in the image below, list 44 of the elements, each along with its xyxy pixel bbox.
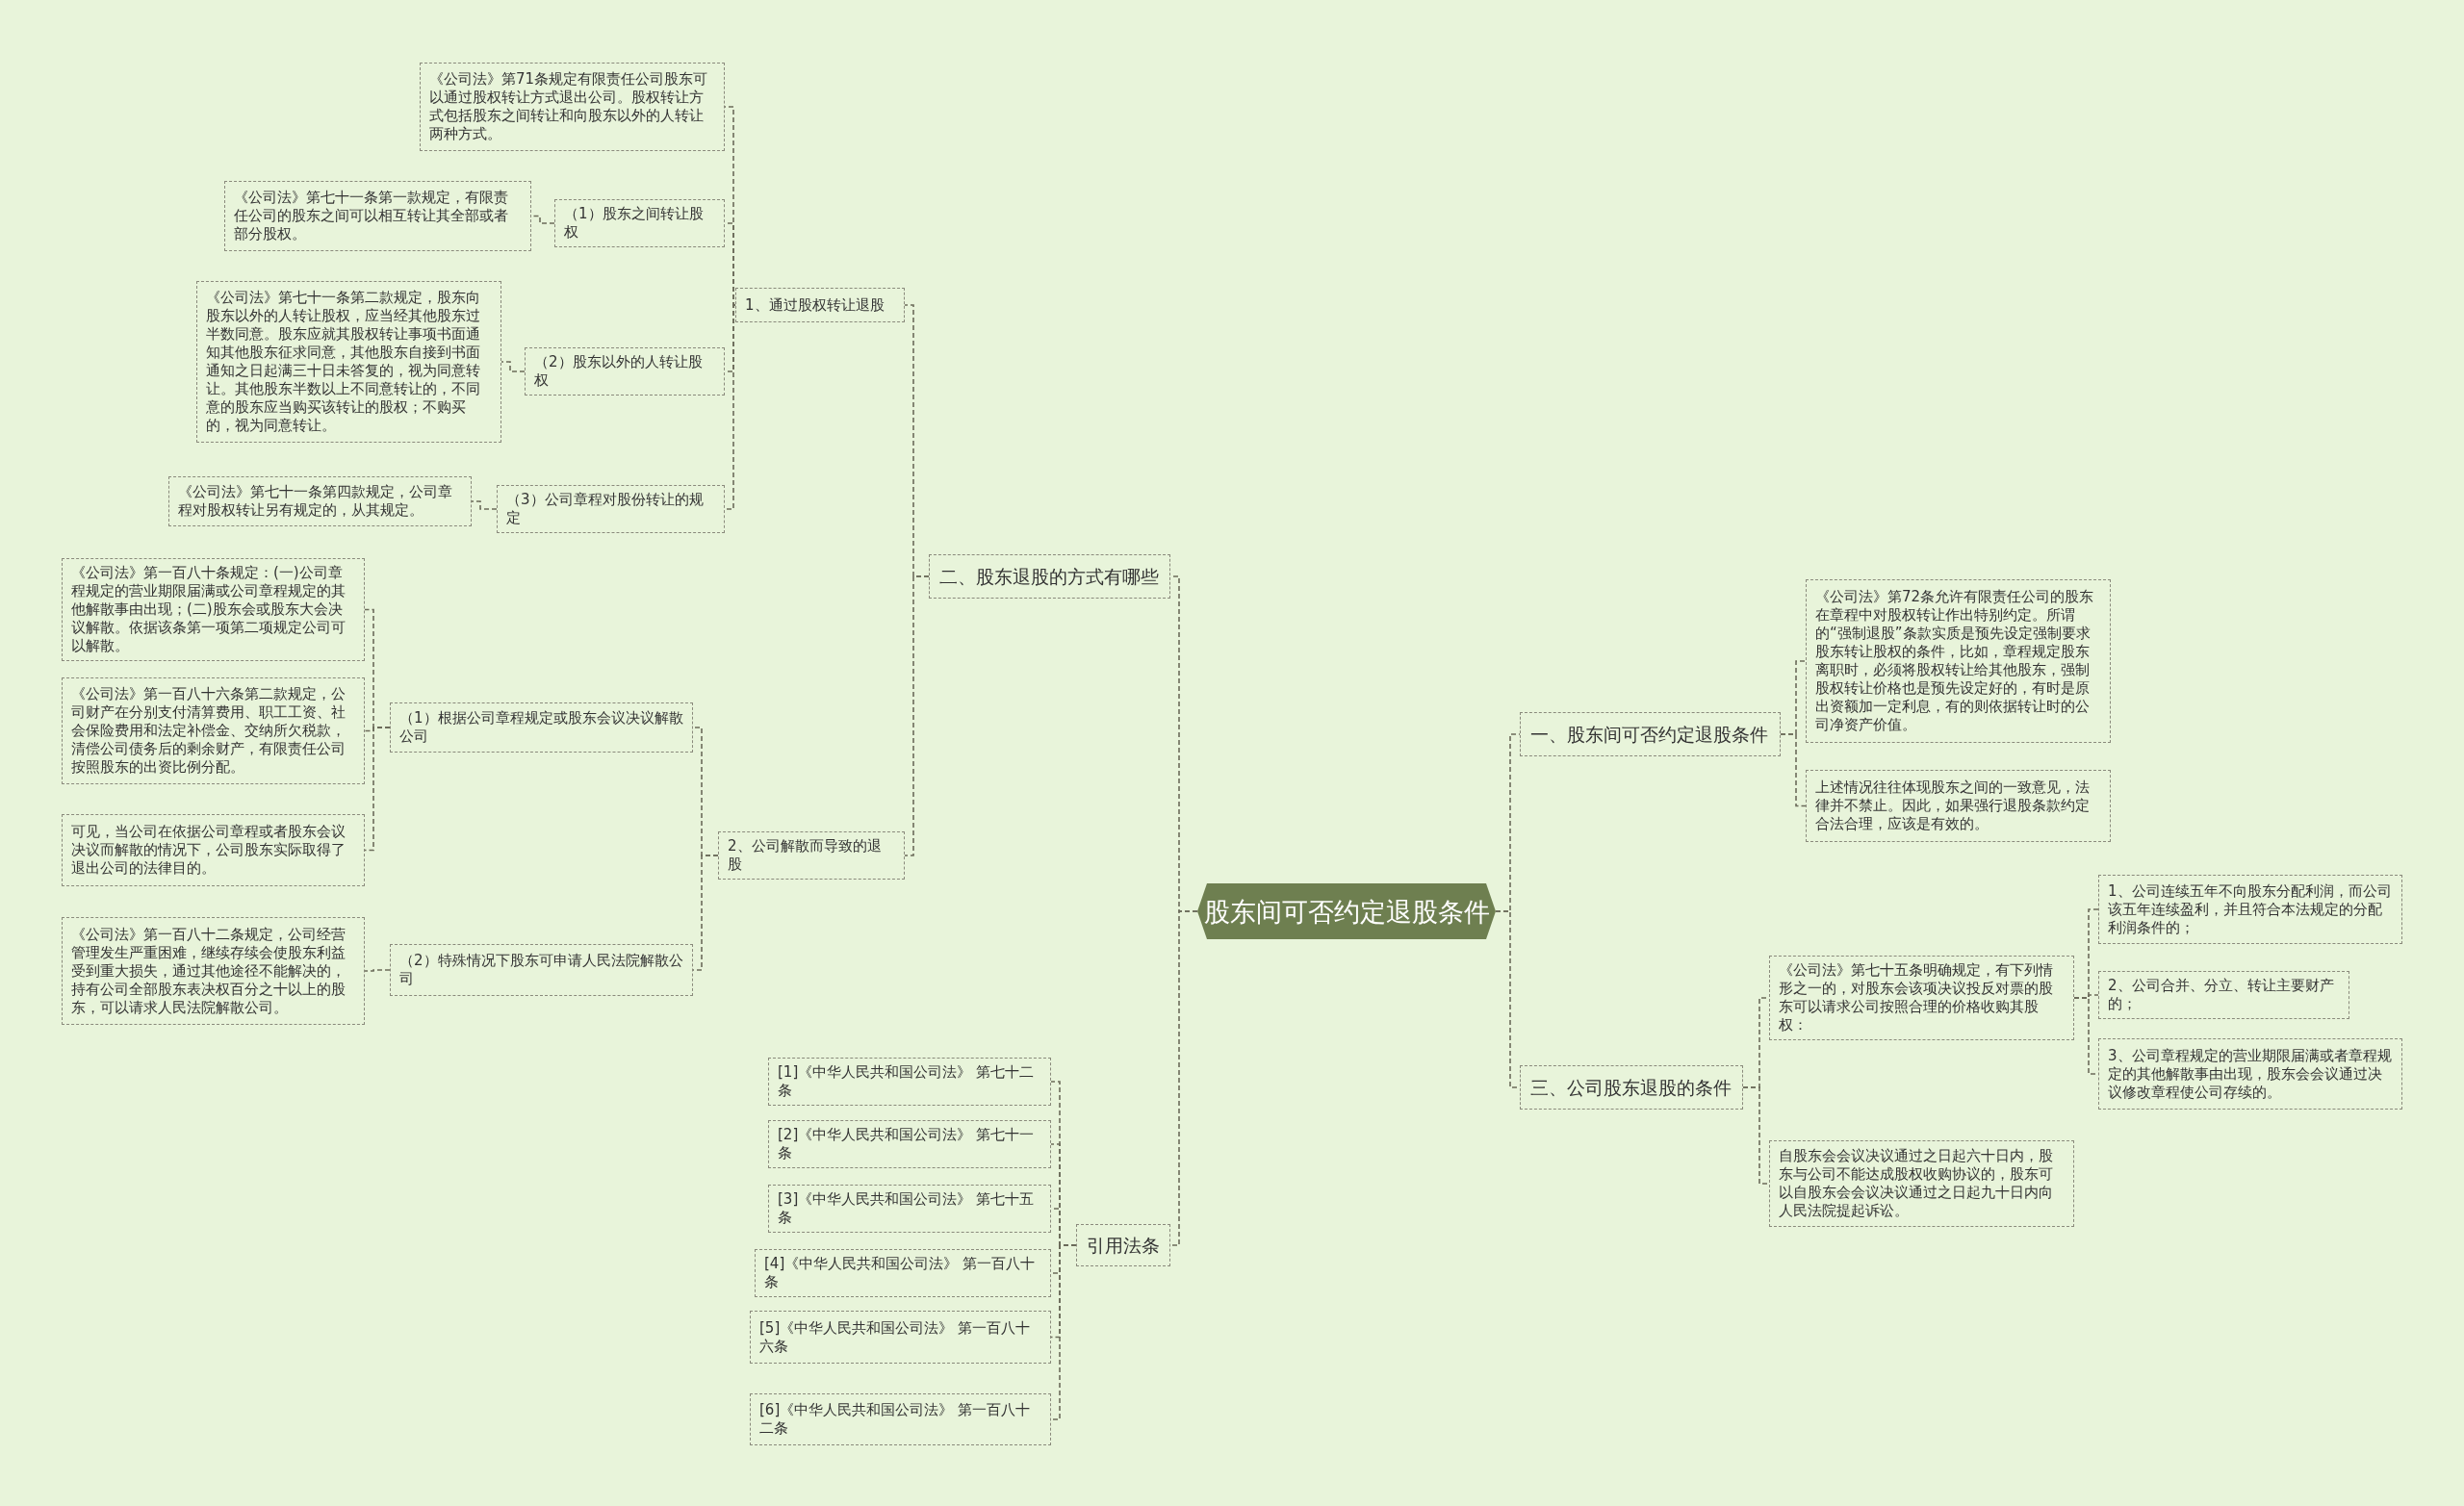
text-box: （2）特殊情况下股东可申请人民法院解散公司: [390, 944, 693, 996]
text-box: 《公司法》第七十一条第一款规定，有限责任公司的股东之间可以相互转让其全部或者部分股权。: [224, 181, 531, 251]
text-box: [2]《中华人民共和国公司法》 第七十一条: [768, 1120, 1051, 1168]
text-box: [3]《中华人民共和国公司法》 第七十五条: [768, 1185, 1051, 1233]
text-box: （1）根据公司章程规定或股东会议决议解散公司: [390, 702, 693, 753]
text-box: 《公司法》第一百八十六条第二款规定，公司财产在分别支付清算费用、职工工资、社会保险费用和法定补偿金、交纳所欠税款，清偿公司债务后的剩余财产，有限责任公司按照股东的出资比例分配。: [62, 677, 365, 784]
connector-line: [471, 500, 498, 510]
text-box: 《公司法》第71条规定有限责任公司股东可以通过股权转让方式退出公司。股权转让方式包括股东之间转让和向股东以外的人转让两种方式。: [420, 63, 725, 151]
connector-line: [1169, 910, 1198, 1246]
text-box: 1、公司连续五年不向股东分配利润，而公司该五年连续盈利，并且符合本法规定的分配利润条件的；: [2098, 875, 2402, 944]
text-box: 2、公司合并、分立、转让主要财产的；: [2098, 971, 2349, 1019]
branch-box: 二、股东退股的方式有哪些: [929, 554, 1170, 599]
connector-line: [1742, 1086, 1770, 1185]
connector-line: [1780, 733, 1807, 807]
text-box: 上述情况往往体现股东之间的一致意见，法律并不禁止。因此，如果强行退股条款约定合法合理，应该是有效的。: [1806, 770, 2111, 842]
connector-line: [364, 969, 391, 972]
central-topic: 股东间可否约定退股条件: [1197, 883, 1496, 939]
text-box: 可见，当公司在依据公司章程或者股东会议决议而解散的情况下，公司股东实际取得了退出公司的法律目的。: [62, 814, 365, 886]
connector-line: [904, 575, 930, 856]
text-box: [1]《中华人民共和国公司法》 第七十二条: [768, 1058, 1051, 1106]
branch-box: 一、股东间可否约定退股条件: [1520, 712, 1781, 756]
branch-box: 三、公司股东退股的条件: [1520, 1065, 1743, 1110]
text-box: 1、通过股权转让退股: [735, 288, 905, 322]
text-box: （1）股东之间转让股权: [554, 199, 725, 247]
text-box: 《公司法》第七十一条第二款规定，股东向股东以外的人转让股权，应当经其他股东过半数同意。股东应就其股权转让事项书面通知其他股东征求同意，其他股东自接到书面通知之日起满三十日未答复的，视为同意转让。其他股东半数以上不同意转让的，不同意的股东应当购买该转让的股权；不购买的，视为同意转让。: [196, 281, 501, 443]
connector-line: [500, 361, 526, 372]
text-box: 2、公司解散而导致的退股: [718, 831, 905, 880]
text-box: 《公司法》第七十一条第四款规定，公司章程对股权转让另有规定的，从其规定。: [168, 476, 472, 526]
text-box: [6]《中华人民共和国公司法》 第一百八十二条: [750, 1393, 1051, 1445]
text-box: （2）股东以外的人转让股权: [525, 347, 725, 396]
connector-line: [724, 304, 736, 510]
text-box: 《公司法》第七十五条明确规定，有下列情形之一的，对股东会该项决议投反对票的股东可以请求公司按照合理的价格收购其股权：: [1769, 956, 2074, 1040]
connector-line: [364, 727, 391, 852]
text-box: 《公司法》第一百八十条规定：(一)公司章程规定的营业期限届满或公司章程规定的其他解散事由出现；(二)股东会或股东大会决议解散。依据该条第一项第二项规定公司可以解散。: [62, 558, 365, 661]
connector-line: [692, 855, 719, 971]
text-box: 自股东会会议决议通过之日起六十日内，股东与公司不能达成股权收购协议的，股东可以自股东会会议决议通过之日起九十日内向人民法院提起诉讼。: [1769, 1140, 2074, 1227]
text-box: 3、公司章程规定的营业期限届满或者章程规定的其他解散事由出现，股东会会议通过决议修改章程使公司存续的。: [2098, 1038, 2402, 1110]
text-box: [4]《中华人民共和国公司法》 第一百八十条: [755, 1249, 1051, 1297]
text-box: （3）公司章程对股份转让的规定: [497, 485, 725, 533]
text-box: 《公司法》第72条允许有限责任公司的股东在章程中对股权转让作出特别约定。所谓的“强制退股”条款实质是预先设定强制要求股东转让股权的条件，比如，章程规定股东离职时，必须将股权转让给其他股东，强制股权转让价格也是预先设定好的，有时是原出资额加一定利息，有的则依据转让时的公司净资产价值。: [1806, 579, 2111, 743]
connector-line: [1050, 1244, 1077, 1420]
branch-box: 引用法条: [1076, 1224, 1170, 1266]
text-box: 《公司法》第一百八十二条规定，公司经营管理发生严重困难，继续存续会使股东利益受到重大损失，通过其他途径不能解决的，持有公司全部股东表决权百分之十以上的股东，可以请求人民法院解散公司。: [62, 917, 365, 1025]
text-box: [5]《中华人民共和国公司法》 第一百八十六条: [750, 1311, 1051, 1364]
